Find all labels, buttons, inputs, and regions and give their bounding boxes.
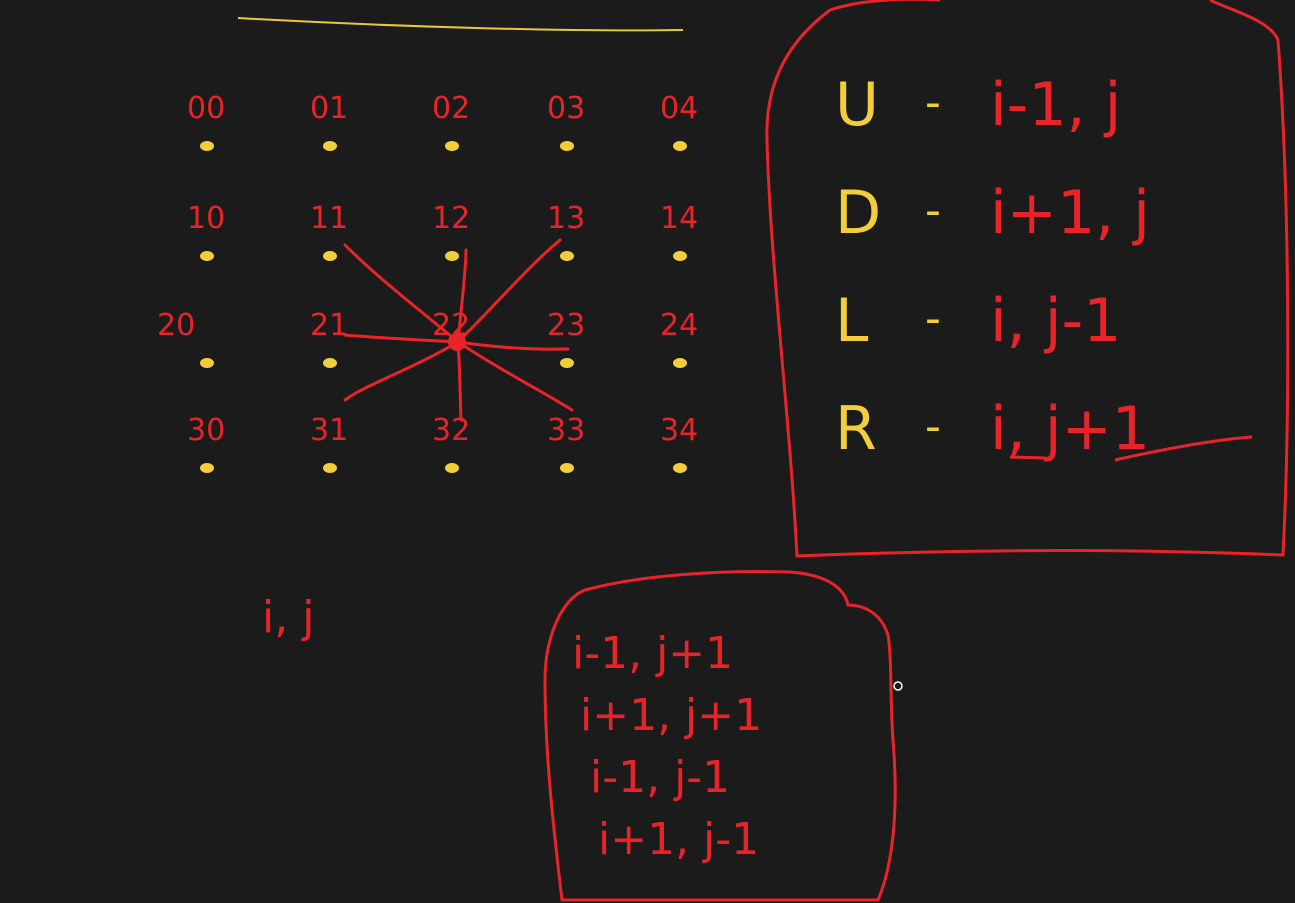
direction-formula-D: i+1, j: [990, 178, 1150, 248]
cell-label-21: 21: [310, 308, 348, 343]
cell-label-24: 24: [660, 308, 698, 343]
cell-label-00: 00: [187, 91, 225, 126]
cell-label-14: 14: [660, 201, 698, 236]
direction-dash: -: [925, 77, 941, 128]
direction-formula-L: i, j-1: [990, 286, 1121, 356]
center-marker: [448, 333, 466, 351]
cell-label-11: 11: [310, 201, 348, 236]
cell-dot-31: [323, 463, 337, 473]
cell-label-20: 20: [157, 308, 195, 343]
line-to-21: [343, 333, 460, 344]
cell-label-03: 03: [547, 91, 585, 126]
direction-letter-D: D: [835, 178, 881, 248]
underline-j1: [1114, 435, 1253, 462]
cell-dot-00: [200, 141, 214, 151]
cell-dot-02: [445, 141, 459, 151]
cell-dot-01: [323, 141, 337, 151]
direction-formula-U: i-1, j: [990, 70, 1121, 140]
cell-dot-13: [560, 251, 574, 261]
line-to-23: [456, 340, 570, 351]
top-box-arc: [829, 0, 940, 12]
cell-label-10: 10: [187, 201, 225, 236]
cell-label-23: 23: [547, 308, 585, 343]
line-to-33: [456, 340, 574, 412]
cell-dot-14: [673, 251, 687, 261]
diagonal-item: i-1, j+1: [572, 628, 733, 679]
diagonals-list: i-1, j+1 i+1, j+1 i-1, j-1 i+1, j-1: [572, 628, 762, 865]
cell-dot-30: [200, 463, 214, 473]
neighbor-lines: [343, 238, 574, 422]
cell-dot-32: [445, 463, 459, 473]
diagonal-item: i+1, j+1: [580, 690, 762, 741]
direction-dash: -: [925, 185, 941, 236]
cell-dot-04: [673, 141, 687, 151]
cell-dot-24: [673, 358, 687, 368]
underline-i: [1009, 455, 1046, 460]
cell-dot-21: [323, 358, 337, 368]
cell-dot-03: [560, 141, 574, 151]
cell-dot-23: [560, 358, 574, 368]
line-to-32: [456, 340, 463, 422]
direction-letter-U: U: [835, 70, 879, 140]
current-cell-label: i, j: [262, 592, 314, 643]
cell-label-01: 01: [310, 91, 348, 126]
cell-dot-20: [200, 358, 214, 368]
cell-label-33: 33: [547, 413, 585, 448]
top-underline: [237, 17, 684, 32]
line-to-13: [456, 238, 562, 344]
cell-label-13: 13: [547, 201, 585, 236]
cell-label-30: 30: [187, 413, 225, 448]
cell-dot-33: [560, 463, 574, 473]
cell-label-34: 34: [660, 413, 698, 448]
cell-dot-12: [445, 251, 459, 261]
cell-dot-10: [200, 251, 214, 261]
line-to-31: [343, 340, 460, 402]
cell-dot-11: [323, 251, 337, 261]
cell-label-04: 04: [660, 91, 698, 126]
cell-label-31: 31: [310, 413, 348, 448]
cell-label-02: 02: [432, 91, 470, 126]
cell-dot-34: [673, 463, 687, 473]
cell-label-12: 12: [432, 201, 470, 236]
directions-box: [765, 0, 1290, 558]
direction-letter-R: R: [835, 394, 877, 464]
diagonal-item: i+1, j-1: [598, 814, 759, 865]
direction-dash: -: [925, 401, 941, 452]
direction-formula-R: i, j+1: [990, 394, 1150, 464]
line-to-12: [456, 248, 468, 344]
diagonal-item: i-1, j-1: [590, 752, 730, 803]
direction-dash: -: [925, 293, 941, 344]
diagonals-box: [543, 570, 897, 902]
cell-label-32: 32: [432, 413, 470, 448]
direction-letter-L: L: [835, 286, 869, 356]
directions-list: U-i-1, jD-i+1, jL-i, j-1R-i, j+1: [835, 70, 1150, 464]
line-to-11: [343, 243, 460, 344]
pen-cursor-icon: [893, 681, 903, 691]
